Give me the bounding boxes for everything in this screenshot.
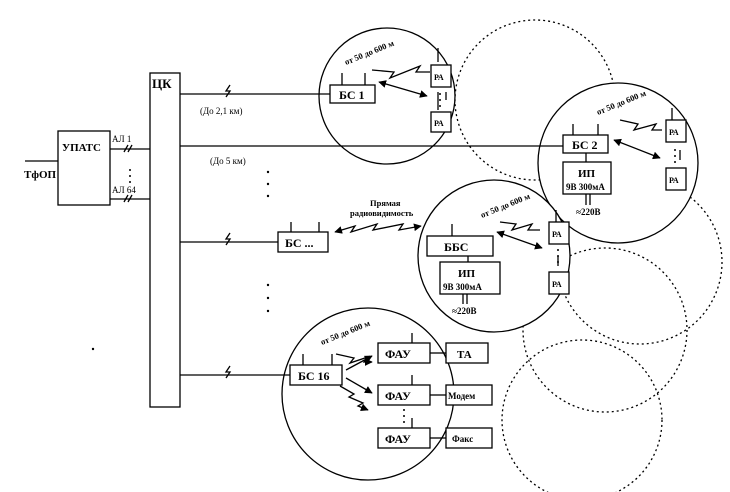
bbs-ip-label: ИП bbox=[458, 268, 476, 280]
fax-label: Факс bbox=[452, 434, 473, 444]
bbs-ip-spec: 9В 300мА bbox=[443, 282, 482, 292]
bs1-ra-box-1 bbox=[430, 64, 452, 88]
bs2-ip-spec: 9В 300мА bbox=[566, 182, 605, 192]
bs1-label: БС 1 bbox=[339, 88, 365, 102]
bsdots-label: БС ... bbox=[285, 236, 314, 250]
bbs-ra-box-2 bbox=[548, 271, 570, 295]
bs1-ra-label-1: РА bbox=[434, 73, 444, 82]
bs2-ra-label-2: РА bbox=[669, 176, 679, 185]
bs2-mains-label: ≈220В bbox=[576, 207, 600, 217]
bbs-ra-label-1: РА bbox=[552, 230, 562, 239]
bs1-box bbox=[329, 84, 376, 104]
line-of-sight-label-2: радиовидимость bbox=[350, 208, 414, 218]
fau-label-1: ФАУ bbox=[385, 347, 411, 361]
bbs-box bbox=[426, 235, 494, 257]
line-of-sight-link bbox=[334, 222, 422, 234]
bbs-ip-box bbox=[439, 261, 501, 295]
ta-label: ТА bbox=[457, 349, 472, 361]
fau-label-3: ФАУ bbox=[385, 432, 411, 446]
tfop-label: ТфОП bbox=[24, 169, 57, 181]
bs1-ra-box-2 bbox=[430, 111, 452, 133]
bbs-ra-label-2: РА bbox=[552, 280, 562, 289]
bbs-label: ББС bbox=[444, 240, 468, 254]
bs2-ip-label: ИП bbox=[578, 168, 596, 180]
al64-label: АЛ 64 bbox=[112, 185, 136, 195]
bs16-box bbox=[289, 364, 343, 386]
coverage-cell-dashed bbox=[501, 339, 663, 492]
bs2-ra-label-1: РА bbox=[669, 128, 679, 137]
al1-label: АЛ 1 bbox=[112, 134, 131, 144]
coverage-cell-dashed bbox=[522, 247, 688, 413]
line-of-sight-label-1: Прямая bbox=[370, 198, 401, 208]
bs16-label: БС 16 bbox=[298, 369, 330, 383]
bs2-ra-box-2 bbox=[665, 167, 687, 191]
upats-label: УПАТС bbox=[62, 142, 101, 154]
distance-5km-label: (До 5 км) bbox=[210, 156, 246, 166]
upats-box bbox=[57, 130, 111, 206]
coverage-cell-bs2 bbox=[537, 82, 699, 244]
ck-box bbox=[149, 72, 181, 408]
fau-label-2: ФАУ bbox=[385, 389, 411, 403]
bs2-ra-box-1 bbox=[665, 119, 687, 143]
distance-2-1km-label: (До 2,1 км) bbox=[200, 106, 242, 116]
ellipsis-dots bbox=[91, 93, 676, 423]
modem-label: Модем bbox=[448, 391, 475, 401]
bbs-mains-label: ≈220В bbox=[452, 306, 476, 316]
bs2-label: БС 2 bbox=[572, 138, 598, 152]
bs2-ip-box bbox=[562, 161, 612, 195]
bbs-ra-box-1 bbox=[548, 221, 570, 245]
bs1-ra-label-2: РА bbox=[434, 119, 444, 128]
ck-label: ЦК bbox=[152, 76, 172, 91]
bsdots-box bbox=[277, 231, 329, 253]
